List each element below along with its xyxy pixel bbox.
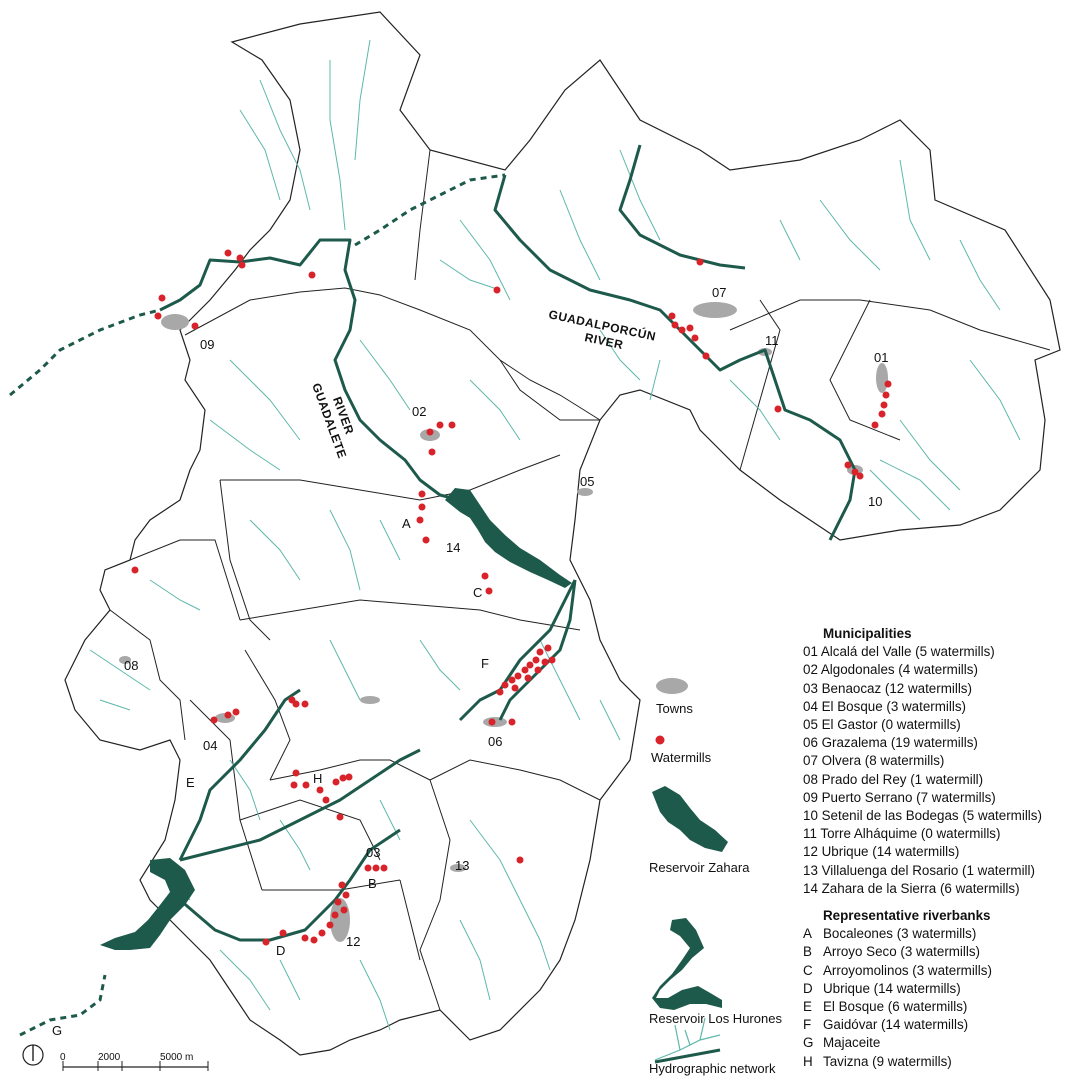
riverbank-text: Tavizna (9 watermills): [823, 1053, 952, 1069]
riverbank-item: E El Bosque (6 watermills): [803, 998, 1063, 1016]
legend-hydrographic-network-label: Hydrographic network: [649, 1061, 776, 1076]
scale-tick-2000: 2000: [98, 1052, 121, 1063]
riverbank-code: F: [803, 1017, 812, 1033]
legend-towns-swatch: [656, 678, 688, 694]
riverbank-text: Gaidóvar (14 watermills): [823, 1017, 969, 1033]
riverbank-text: El Bosque (6 watermills): [823, 999, 968, 1015]
municipality-item: 11 Torre Alháquime (0 watermills): [803, 826, 1001, 842]
scale-tick-5000: 5000 m: [160, 1052, 193, 1063]
label-14: 14: [446, 540, 460, 555]
reservoir-los-hurones-shape: [100, 858, 195, 950]
riverbank-labels: A B C D E F G H: [52, 516, 489, 1038]
municipality-item: 06 Grazalema (19 watermills): [803, 735, 978, 751]
riverbank-item: G Majaceite: [803, 1034, 1063, 1052]
north-arrow-icon: [22, 1044, 44, 1066]
riverbank-item: F Gaidóvar (14 watermills): [803, 1016, 1063, 1034]
municipality-item: 05 El Gastor (0 watermills): [803, 717, 961, 733]
label-09: 09: [200, 337, 214, 352]
municipality-item: 09 Puerto Serrano (7 watermills): [803, 789, 996, 805]
label-02: 02: [412, 404, 426, 419]
riverbank-code: H: [803, 1053, 813, 1069]
guadalporcun-river-line: [493, 174, 857, 541]
municipality-item: 01 Alcalá del Valle (5 watermills): [803, 644, 995, 660]
label-C: C: [473, 585, 482, 600]
legend-watermill-swatch: [655, 735, 665, 745]
riverbank-item: C Arroyomolinos (3 watermills): [803, 962, 1063, 980]
riverbank-text: Arroyo Seco (3 watermills): [823, 944, 981, 960]
legend-reservoir-los-hurones-label: Reservoir Los Hurones: [649, 1011, 782, 1026]
label-10: 10: [868, 494, 882, 509]
label-H: H: [313, 771, 322, 786]
legend-symbols: [652, 678, 728, 1064]
riverbank-text: Majaceite: [823, 1035, 881, 1051]
riverbank-item: D Ubrique (14 watermills): [803, 980, 1063, 998]
watermills-layer: [131, 249, 892, 946]
label-G: G: [52, 1023, 62, 1038]
label-F: F: [481, 656, 489, 671]
main-rivers: [159, 144, 857, 942]
riverbank-code: A: [803, 926, 812, 942]
label-05: 05: [580, 474, 594, 489]
legend-towns-label: Towns: [656, 701, 693, 716]
municipality-boundaries: [109, 149, 1051, 1011]
scale-tick-0: 0: [60, 1052, 66, 1063]
label-03: 03: [366, 845, 380, 860]
municipality-item: 13 Villaluenga del Rosario (1 watermill): [803, 862, 1035, 878]
label-D: D: [276, 943, 285, 958]
scale-bar: 0 2000 5000 m: [60, 1052, 209, 1071]
legend-hydro-network-swatch: [654, 1017, 721, 1061]
municipality-item: 02 Algodonales (4 watermills): [803, 662, 978, 678]
riverbank-item: B Arroyo Seco (3 watermills): [803, 943, 1063, 961]
riverbank-text: Arroyomolinos (3 watermills): [823, 962, 992, 978]
riverbanks-title: Representative riverbanks: [823, 908, 991, 924]
legend-reservoir-los-hurones-swatch: [652, 918, 722, 1010]
municipality-item: 03 Benaocaz (12 watermills): [803, 680, 972, 696]
municipality-labels: 09 02 07 11 01 05 10 14 08 04 06 03 13 1…: [124, 285, 888, 949]
riverbank-text: Bocaleones (3 watermills): [823, 926, 977, 942]
label-12: 12: [346, 934, 360, 949]
municipality-item: 10 Setenil de las Bodegas (5 watermills): [803, 808, 1042, 824]
riverbank-text: Ubrique (14 watermills): [823, 980, 961, 996]
label-08: 08: [124, 658, 138, 673]
label-06: 06: [488, 734, 502, 749]
label-13: 13: [455, 858, 469, 873]
label-11: 11: [765, 333, 779, 348]
municipality-item: 04 El Bosque (3 watermills): [803, 698, 966, 714]
riverbank-code: G: [803, 1035, 814, 1051]
hydrographic-network: [89, 39, 1021, 1031]
label-E: E: [186, 775, 195, 790]
riverbank-code: C: [803, 962, 813, 978]
legend-list: Municipalities 01 Alcalá del Valle (5 wa…: [803, 625, 1063, 1071]
reservoir-zahara-shape: [445, 488, 572, 588]
legend-reservoir-zahara-label: Reservoir Zahara: [649, 860, 750, 875]
guadalete-river-line: [159, 238, 461, 502]
label-01: 01: [874, 350, 888, 365]
river-continuations: [9, 173, 506, 1037]
municipality-item: 07 Olvera (8 watermills): [803, 753, 945, 769]
legend-reservoir-zahara-swatch: [652, 786, 728, 852]
riverbank-code: E: [803, 999, 812, 1015]
riverbank-item: H Tavizna (9 watermills): [803, 1053, 1063, 1071]
riverbank-code: B: [803, 944, 812, 960]
municipality-item: 08 Prado del Rey (1 watermill): [803, 771, 984, 787]
legend-watermills-label: Watermills: [651, 750, 712, 765]
label-B: B: [368, 876, 377, 891]
riverbank-code: D: [803, 980, 813, 996]
municipality-item: 12 Ubrique (14 watermills): [803, 844, 960, 860]
label-04: 04: [203, 738, 217, 753]
riverbank-item: A Bocaleones (3 watermills): [803, 925, 1063, 943]
municipalities-title: Municipalities: [823, 626, 912, 641]
label-A: A: [402, 516, 411, 531]
municipality-item: 14 Zahara de la Sierra (6 watermills): [803, 880, 1020, 896]
label-07: 07: [712, 285, 726, 300]
